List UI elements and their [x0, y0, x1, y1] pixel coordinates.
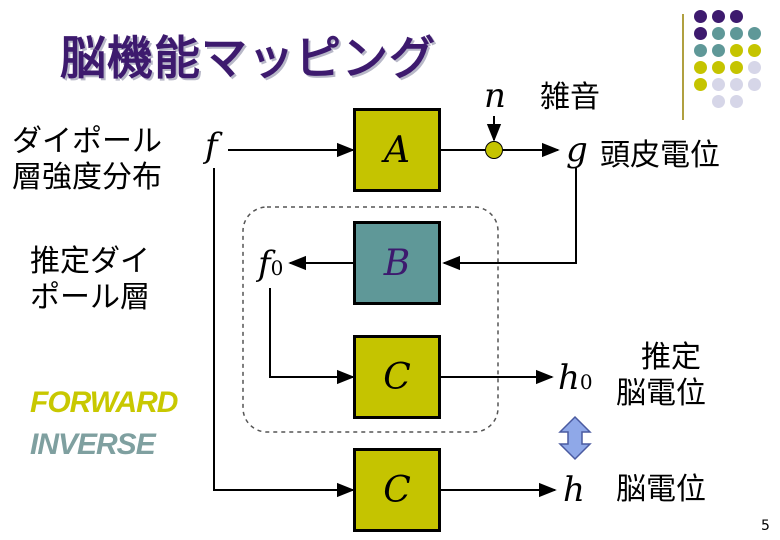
decorative-dot	[712, 61, 725, 74]
var-f0-sub: 0	[270, 256, 284, 280]
page-title: 脳機能マッピング	[60, 31, 436, 85]
arrow-f-to-C-bottom	[213, 168, 355, 498]
decorative-dot	[694, 78, 707, 91]
label-scalp-potential: 頭皮電位	[600, 138, 720, 173]
decorative-vertical-line	[682, 14, 684, 120]
legend-forward: FORWARD	[30, 386, 178, 419]
decorative-dot	[730, 10, 743, 23]
decorative-dot	[730, 44, 743, 57]
decorative-dot	[712, 10, 725, 23]
inverse-group-border	[242, 206, 499, 433]
decorative-dot	[712, 27, 725, 40]
var-h0-sub: 0	[579, 370, 593, 394]
var-n: n	[484, 76, 506, 116]
page-number: 5	[761, 518, 770, 534]
legend-inverse: INVERSE	[30, 428, 156, 461]
decorative-dot	[694, 27, 707, 40]
label-dipole-line2: 層強度分布	[12, 160, 162, 195]
decorative-dot	[712, 95, 725, 108]
block-A: A	[353, 108, 441, 192]
var-h0-base: h	[558, 358, 580, 398]
decorative-dot	[730, 27, 743, 40]
var-f0-base: f	[258, 244, 271, 284]
var-h0: h0	[558, 358, 593, 398]
decorative-dot	[694, 61, 707, 74]
block-B: B	[353, 221, 441, 305]
noise-summation-node	[485, 141, 503, 159]
block-C-estimate: C	[353, 335, 441, 419]
label-est-brain-line2: 脳電位	[616, 376, 706, 411]
label-dipole-distribution: ダイポール 層強度分布	[12, 124, 162, 196]
decorative-dot	[748, 61, 761, 74]
label-brain-potential: 脳電位	[616, 472, 706, 507]
var-f: f	[205, 126, 218, 166]
var-h: h	[563, 470, 585, 510]
label-est-dipole-line1: 推定ダイ	[30, 244, 150, 279]
decorative-dot	[748, 44, 761, 57]
label-est-brain-line1: 推定	[641, 340, 701, 375]
decorative-dot	[748, 78, 761, 91]
decorative-dot	[694, 10, 707, 23]
block-C-true: C	[353, 448, 441, 532]
decorative-dot	[712, 78, 725, 91]
arrow-g-to-B	[442, 168, 577, 271]
decorative-dot	[730, 61, 743, 74]
label-estimated-brain-potential: 推定 脳電位	[616, 340, 706, 412]
decorative-dot	[730, 95, 743, 108]
decorative-dot	[694, 44, 707, 57]
decorative-dot	[748, 27, 761, 40]
label-est-dipole-line2: ポール層	[30, 280, 150, 315]
var-g: g	[566, 130, 588, 170]
decorative-dot	[730, 78, 743, 91]
label-noise: 雑音	[540, 80, 600, 115]
arrow-f0-to-C	[269, 288, 355, 385]
label-dipole-line1: ダイポール	[12, 124, 162, 159]
compare-double-arrow	[558, 415, 592, 461]
var-f0: f0	[258, 244, 283, 284]
label-estimated-dipole: 推定ダイ ポール層	[30, 244, 150, 316]
decorative-dot	[712, 44, 725, 57]
